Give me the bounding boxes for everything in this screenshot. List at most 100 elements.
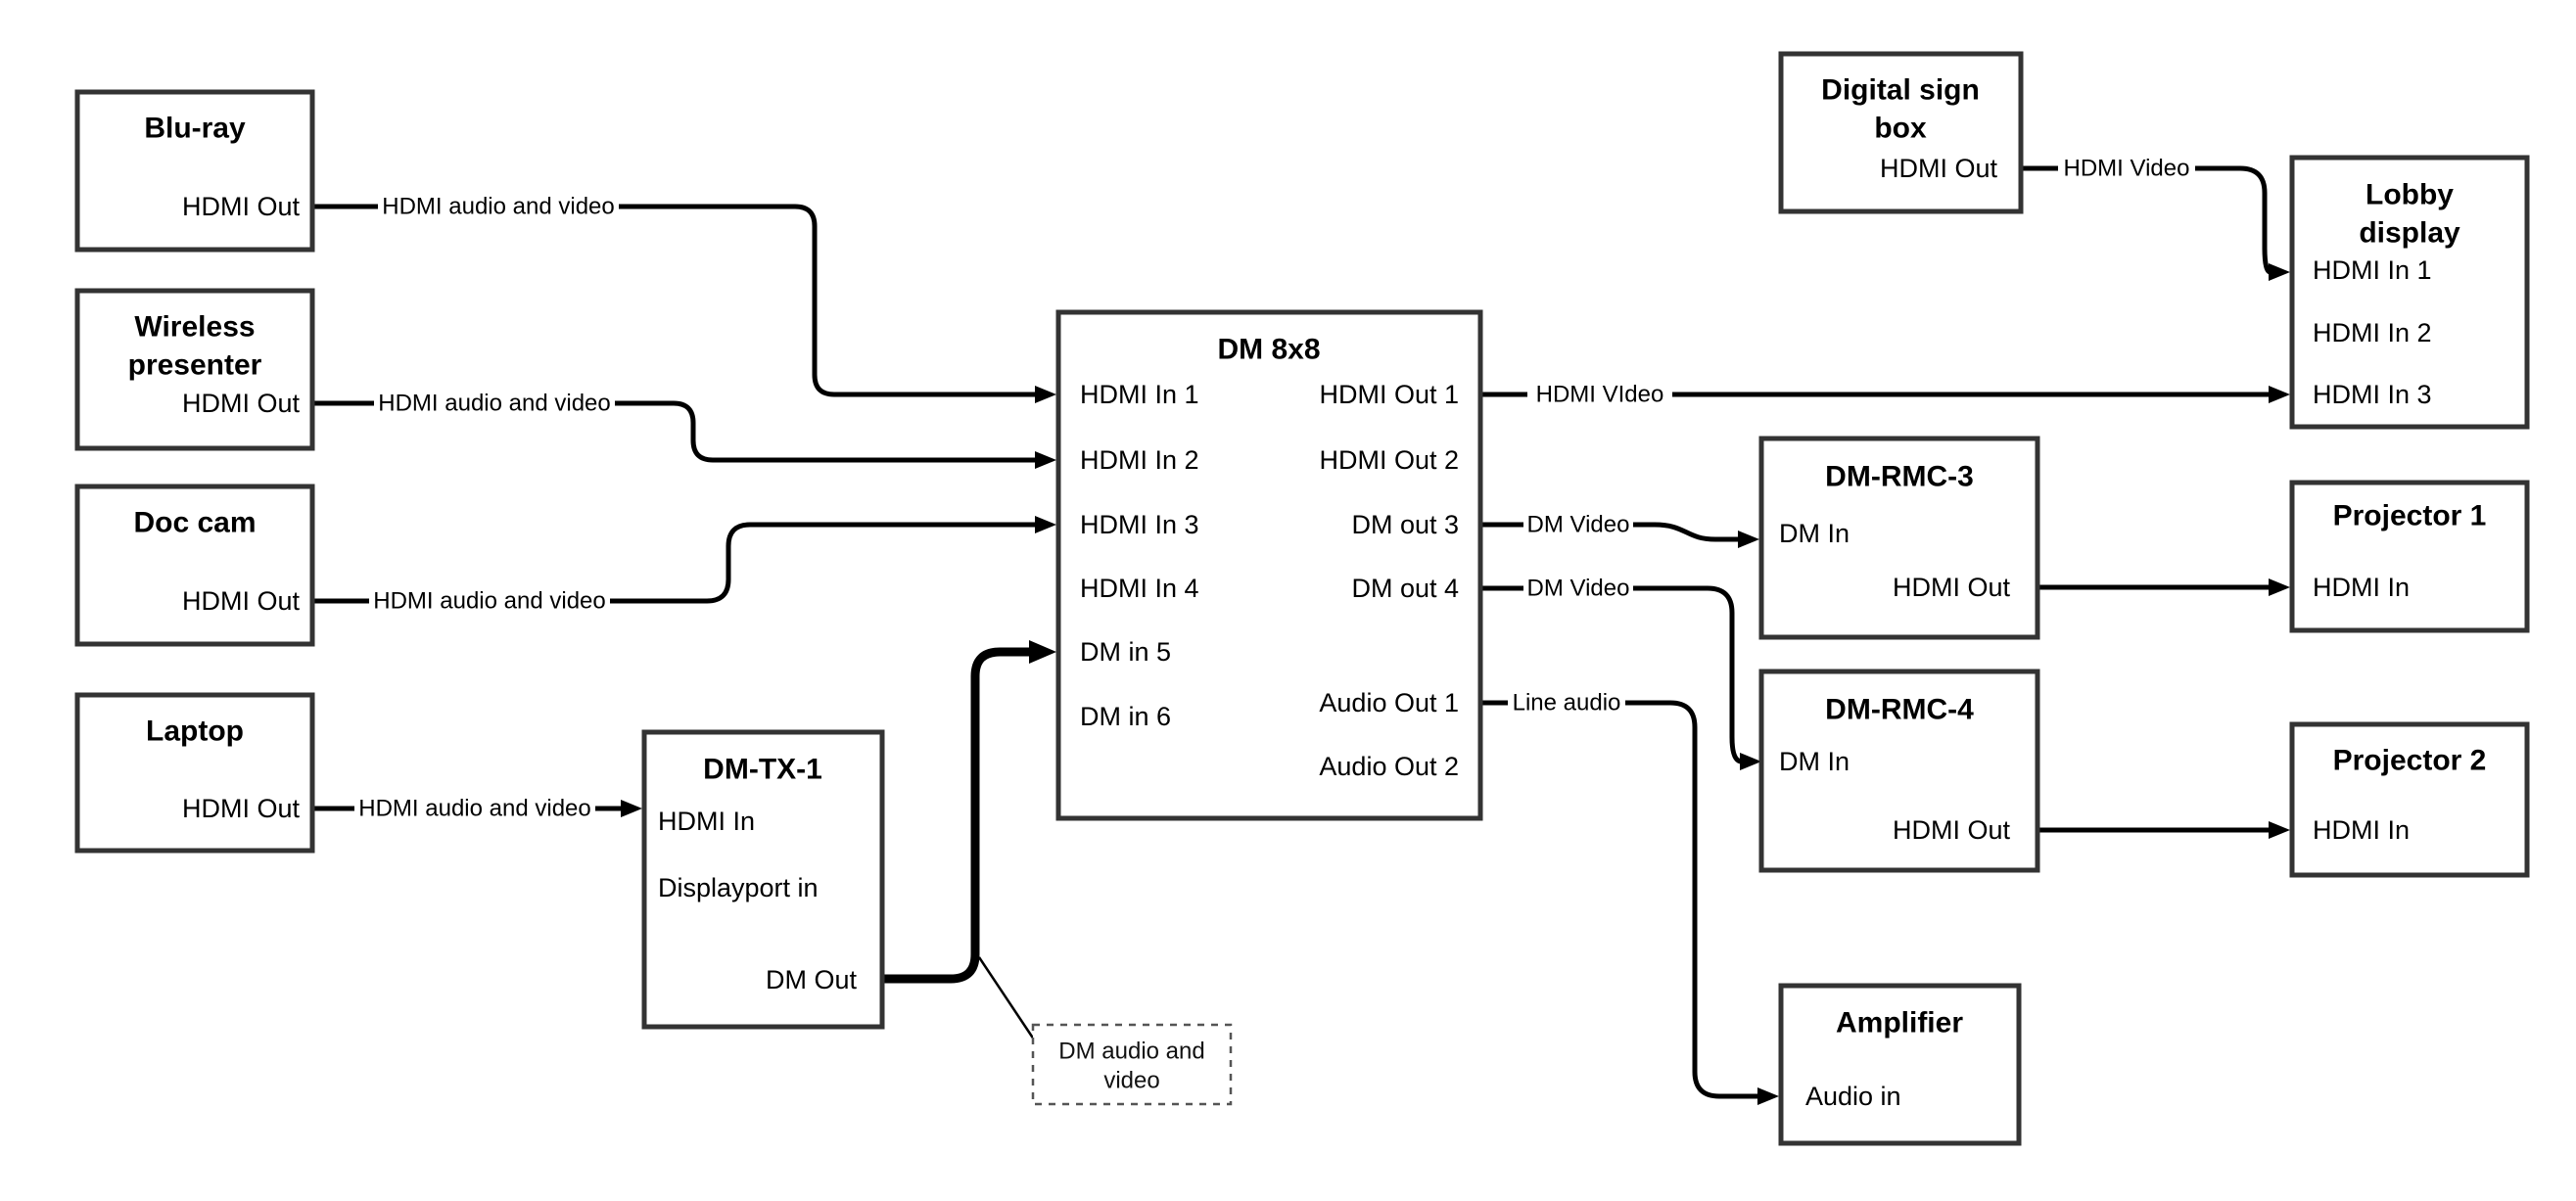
dm-8x8-port-dm-out-4: DM out 4 (1351, 574, 1459, 603)
wireless-presenter-port-hdmi-out: HDMI Out (182, 389, 301, 418)
lobby-display-box (2289, 155, 2530, 430)
edge-label-laptop-to-dmtx1: HDMI audio and video (358, 796, 590, 822)
callout-dm-audio-video: DM audio and video (1031, 1023, 1233, 1106)
dm-tx-1-port-displayport-in: Displayport in (658, 873, 819, 902)
dm-8x8-title: DM 8x8 (1217, 334, 1320, 366)
callout-text-line1: DM audio and (1058, 1039, 1204, 1065)
amplifier-port-audio-in: Audio in (1805, 1082, 1901, 1111)
dm-8x8-port-audio-out-1: Audio Out 1 (1319, 688, 1459, 717)
dm-8x8-port-audio-out-2: Audio Out 2 (1319, 752, 1459, 781)
digital-sign-title-line2: box (1874, 113, 1927, 145)
label-bg-audioout1 (1508, 687, 1625, 718)
bluray-title: Blu-ray (144, 113, 246, 145)
wireless-presenter-title-line1: Wireless (134, 311, 255, 344)
edge-label-sign-to-lobby: HDMI Video (2064, 156, 2190, 182)
bluray-box (74, 89, 315, 253)
dm-8x8-port-hdmi-in-1: HDMI In 1 (1080, 380, 1199, 409)
dm-tx-1-title: DM-TX-1 (703, 754, 822, 786)
label-bg-dmout4 (1523, 573, 1633, 604)
edge-labels: HDMI audio and video HDMI audio and vide… (354, 153, 2195, 824)
edge-dmtx1-dmout-to-dm8x8-in5 (882, 640, 1056, 984)
node-dm-8x8: DM 8x8 HDMI In 1 HDMI In 2 HDMI In 3 HDM… (1055, 309, 1483, 821)
callout-leader-line (977, 956, 1036, 1040)
node-bluray: Blu-ray HDMI Out (74, 89, 315, 253)
edge-label-wireless-to-dm8x8: HDMI audio and video (378, 391, 610, 417)
bluray-port-hdmi-out: HDMI Out (182, 192, 301, 221)
edge-sign-to-lobby-in1 (2021, 165, 2290, 281)
digital-sign-title-line1: Digital sign (1821, 74, 1980, 107)
laptop-box (74, 692, 315, 854)
projector-2-box (2289, 721, 2530, 878)
edge-label-dmout3-to-rmc3: DM Video (1527, 512, 1630, 538)
edge-label-hdmiout1-to-lobby: HDMI VIdeo (1536, 382, 1664, 408)
label-bg-laptop (354, 793, 595, 824)
dm-8x8-port-hdmi-out-1: HDMI Out 1 (1319, 380, 1459, 409)
label-bg-bluray (378, 191, 619, 222)
dm-8x8-port-hdmi-in-3: HDMI In 3 (1080, 510, 1199, 539)
dm-8x8-port-hdmi-in-4: HDMI In 4 (1080, 574, 1199, 603)
projector-1-title: Projector 1 (2333, 500, 2487, 532)
edge-label-dmout4-to-rmc4: DM Video (1527, 576, 1630, 602)
dm-rmc-4-port-hdmi-out: HDMI Out (1893, 815, 2011, 845)
wireless-presenter-title-line2: presenter (128, 349, 262, 382)
node-amplifier: Amplifier Audio in (1778, 983, 2022, 1146)
projector-1-port-hdmi-in: HDMI In (2313, 573, 2410, 602)
edge-bluray-to-dm8x8-in1 (312, 204, 1056, 403)
dm-8x8-port-dm-in-6: DM in 6 (1080, 702, 1171, 731)
doc-cam-port-hdmi-out: HDMI Out (182, 586, 301, 616)
edge-dm8x8-dmout3-to-rmc3-dmin (1480, 522, 1759, 548)
projector-1-box (2289, 480, 2530, 633)
laptop-port-hdmi-out: HDMI Out (182, 794, 301, 823)
laptop-title: Laptop (146, 716, 244, 748)
label-bg-sign (2058, 153, 2195, 184)
node-dm-rmc-3: DM-RMC-3 DM In HDMI Out (1758, 436, 2040, 640)
callout-box (1031, 1023, 1233, 1106)
dm-8x8-port-hdmi-out-2: HDMI Out 2 (1319, 445, 1459, 475)
dm-8x8-port-hdmi-in-2: HDMI In 2 (1080, 445, 1199, 475)
dm-rmc-4-title: DM-RMC-4 (1825, 694, 1974, 726)
dm-tx-1-port-dm-out: DM Out (766, 965, 858, 994)
node-projector-1: Projector 1 HDMI In (2289, 480, 2530, 633)
dm-tx-1-box (641, 729, 885, 1030)
label-bg-dmout3 (1523, 509, 1633, 540)
dm-rmc-4-port-dm-in: DM In (1779, 747, 1850, 776)
doc-cam-box (74, 484, 315, 647)
node-doc-cam: Doc cam HDMI Out (74, 484, 315, 647)
edge-label-audioout1-to-amplifier: Line audio (1513, 690, 1621, 716)
wireless-presenter-box (74, 288, 315, 451)
dm-8x8-box (1055, 309, 1483, 821)
lobby-display-port-hdmi-in-3: HDMI In 3 (2313, 380, 2432, 409)
projector-2-port-hdmi-in: HDMI In (2313, 815, 2410, 845)
node-dm-rmc-4: DM-RMC-4 DM In HDMI Out (1758, 669, 2040, 873)
label-bg-doccam (369, 585, 610, 617)
lobby-display-port-hdmi-in-1: HDMI In 1 (2313, 255, 2432, 285)
dm-rmc-4-box (1758, 669, 2040, 873)
lobby-display-title-line1: Lobby (2365, 179, 2454, 211)
node-lobby-display: Lobby display HDMI In 1 HDMI In 2 HDMI I… (2289, 155, 2530, 430)
edge-wireless-to-dm8x8-in2 (312, 400, 1056, 469)
digital-sign-port-hdmi-out: HDMI Out (1880, 154, 1998, 183)
dm-8x8-port-dm-out-3: DM out 3 (1351, 510, 1459, 539)
callout-text-line2: video (1103, 1068, 1159, 1094)
label-bg-hdmiout1 (1527, 379, 1672, 410)
node-laptop: Laptop HDMI Out (74, 692, 315, 854)
node-wireless-presenter: Wireless presenter HDMI Out (74, 288, 315, 451)
dm-8x8-port-dm-in-5: DM in 5 (1080, 637, 1171, 667)
node-projector-2: Projector 2 HDMI In (2289, 721, 2530, 878)
lobby-display-port-hdmi-in-2: HDMI In 2 (2313, 318, 2432, 347)
dm-rmc-3-port-dm-in: DM In (1779, 519, 1850, 548)
lobby-display-title-line2: display (2359, 217, 2460, 250)
dm-rmc-3-title: DM-RMC-3 (1825, 461, 1974, 493)
node-dm-tx-1: DM-TX-1 HDMI In Displayport in DM Out (641, 729, 885, 1030)
node-digital-sign-box: Digital sign box HDMI Out (1778, 51, 2024, 214)
edge-label-bluray-to-dm8x8: HDMI audio and video (382, 194, 614, 220)
edge-doccam-to-dm8x8-in3 (312, 516, 1056, 604)
doc-cam-title: Doc cam (133, 507, 256, 539)
edge-dm8x8-audioout1-to-amplifier (1480, 700, 1779, 1105)
dm-rmc-3-box (1758, 436, 2040, 640)
amplifier-title: Amplifier (1836, 1007, 1963, 1039)
amplifier-box (1778, 983, 2022, 1146)
projector-2-title: Projector 2 (2333, 745, 2487, 777)
dm-rmc-3-port-hdmi-out: HDMI Out (1893, 573, 2011, 602)
